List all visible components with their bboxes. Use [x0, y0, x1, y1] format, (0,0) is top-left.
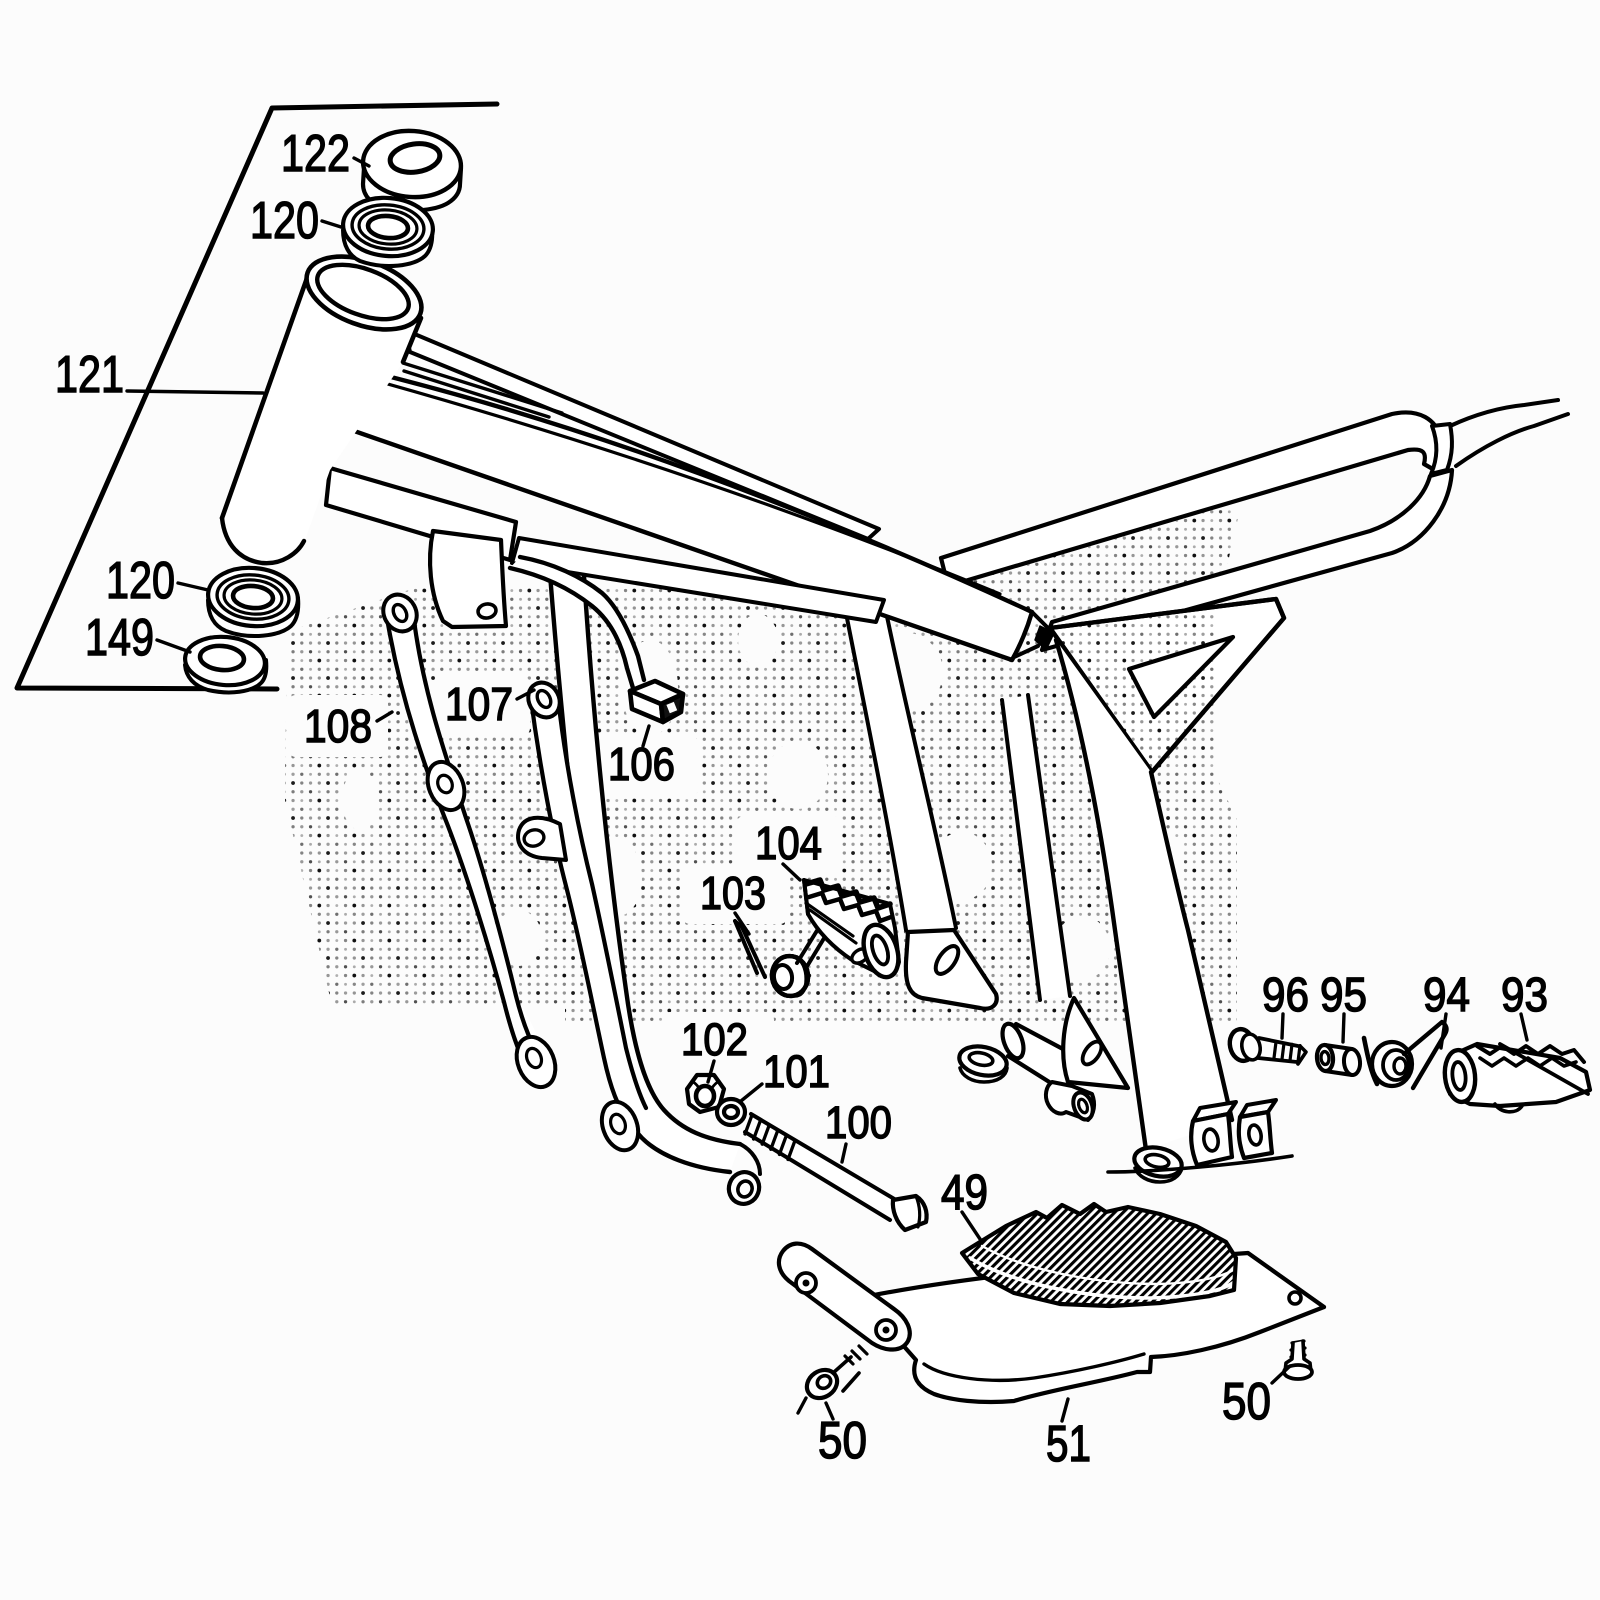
svg-text:108: 108	[304, 700, 372, 752]
svg-text:120: 120	[250, 192, 319, 250]
svg-text:104: 104	[755, 817, 822, 869]
svg-text:122: 122	[281, 125, 350, 183]
svg-text:50: 50	[818, 1412, 867, 1470]
svg-text:102: 102	[681, 1014, 748, 1065]
svg-text:93: 93	[1501, 969, 1548, 1022]
svg-text:49: 49	[941, 1166, 988, 1220]
svg-text:96: 96	[1262, 969, 1309, 1022]
svg-text:107: 107	[445, 678, 513, 730]
svg-text:103: 103	[700, 867, 766, 919]
svg-text:106: 106	[608, 738, 675, 790]
svg-text:95: 95	[1320, 969, 1367, 1022]
svg-text:121: 121	[55, 346, 124, 404]
svg-text:50: 50	[1222, 1373, 1271, 1431]
svg-text:149: 149	[85, 609, 154, 667]
svg-text:101: 101	[763, 1046, 830, 1097]
svg-text:51: 51	[1046, 1415, 1091, 1472]
svg-text:100: 100	[825, 1097, 892, 1148]
svg-text:120: 120	[106, 552, 175, 610]
